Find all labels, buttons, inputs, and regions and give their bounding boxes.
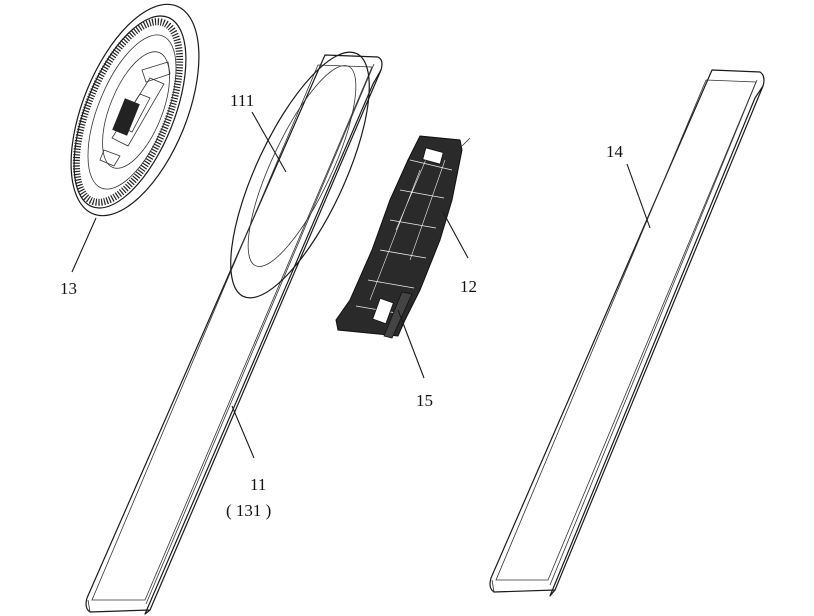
label-11: 11 <box>250 475 266 494</box>
label-131: ( 131 ) <box>226 501 271 520</box>
label-15: 15 <box>416 391 433 410</box>
leader-15 <box>397 309 425 379</box>
label-12: 12 <box>460 277 477 296</box>
side-panel-14 <box>489 69 765 597</box>
leader-12 <box>442 211 469 259</box>
label-111: 111 <box>230 91 254 110</box>
circuit-board-12 <box>335 135 471 339</box>
leader-111 <box>251 111 287 173</box>
label-14: 14 <box>606 142 624 161</box>
label-13: 13 <box>60 279 77 298</box>
coil-disc-13 <box>70 3 200 217</box>
leader-11 <box>231 405 255 459</box>
leader-13 <box>71 217 97 273</box>
leader-14 <box>626 163 651 229</box>
